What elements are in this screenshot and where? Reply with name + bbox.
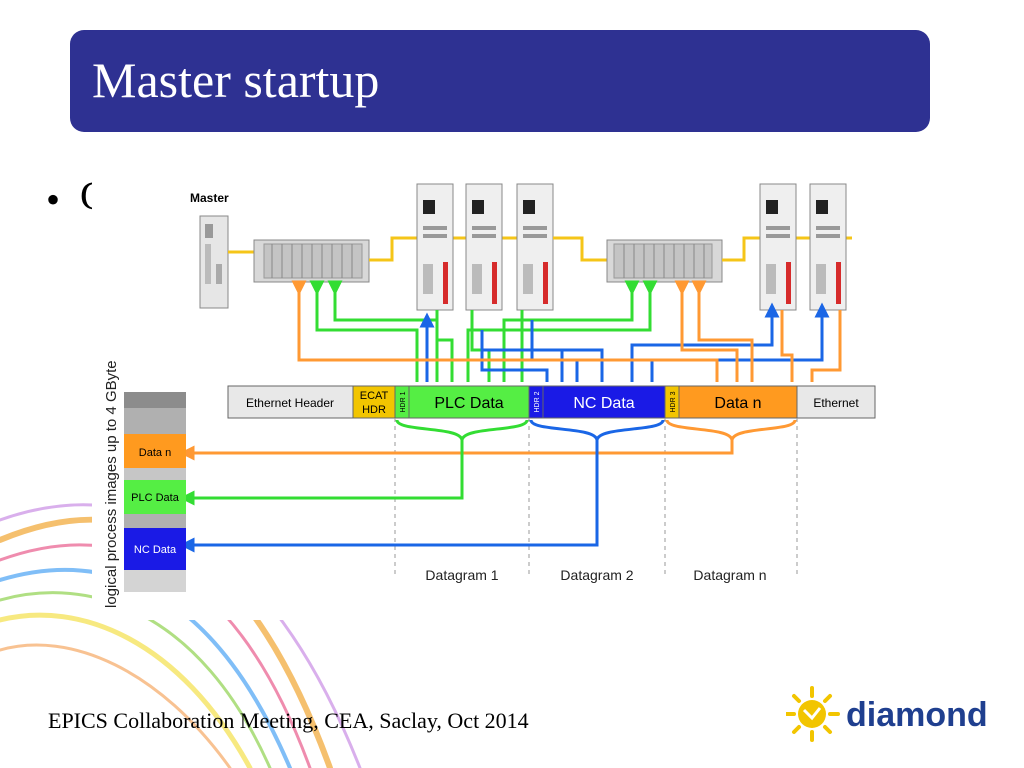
orange-routes	[291, 280, 842, 382]
terminal-block-2	[606, 239, 723, 283]
ethercat-diagram: Master	[92, 180, 882, 620]
logo-text: diamond	[846, 696, 986, 734]
process-image-stack: Data n PLC Data NC Data	[124, 392, 186, 592]
diamond-logo: diamond	[786, 686, 986, 742]
frame-hdr1: HDR 1	[400, 391, 407, 412]
image-nc-data: NC Data	[134, 544, 177, 556]
datagram-label-1: Datagram 1	[425, 567, 498, 583]
drive-group-2	[759, 183, 847, 311]
drive-group-1	[416, 183, 554, 311]
ethercat-frame: Ethernet Header ECAT HDR HDR 1 PLC Data …	[227, 385, 876, 419]
frame-data-n: Data n	[714, 395, 761, 412]
frame-ecat-hdr-2: HDR	[362, 404, 386, 416]
datagram-label-2: Datagram 2	[560, 567, 633, 583]
braces	[395, 419, 797, 441]
image-plc-data: PLC Data	[131, 492, 180, 504]
datagram-separators	[394, 418, 798, 575]
master-label: Master	[190, 191, 229, 205]
terminal-block-1	[253, 239, 370, 283]
frame-hdr3: HDR 3	[670, 391, 677, 412]
image-routes	[179, 438, 734, 553]
frame-ethernet: Ethernet	[813, 396, 859, 410]
master-device	[199, 215, 229, 309]
frame-plc-data: PLC Data	[434, 395, 503, 412]
frame-ethernet-header: Ethernet Header	[246, 396, 334, 410]
frame-hdr2: HDR 2	[534, 391, 541, 412]
side-label: logical process images up to 4 GByte	[103, 360, 120, 608]
bullet-dot: •	[46, 177, 61, 222]
footer-text: EPICS Collaboration Meeting, CEA, Saclay…	[48, 708, 529, 733]
image-data-n: Data n	[139, 447, 171, 459]
datagram-label-n: Datagram n	[693, 567, 766, 583]
cable-3	[553, 236, 607, 262]
slide-title: Master startup	[92, 52, 380, 108]
frame-nc-data: NC Data	[573, 395, 634, 412]
starburst-icon	[786, 686, 840, 742]
frame-ecat-hdr-1: ECAT	[360, 390, 389, 402]
cable-4	[722, 236, 852, 262]
title-bar: Master startup	[70, 30, 930, 132]
